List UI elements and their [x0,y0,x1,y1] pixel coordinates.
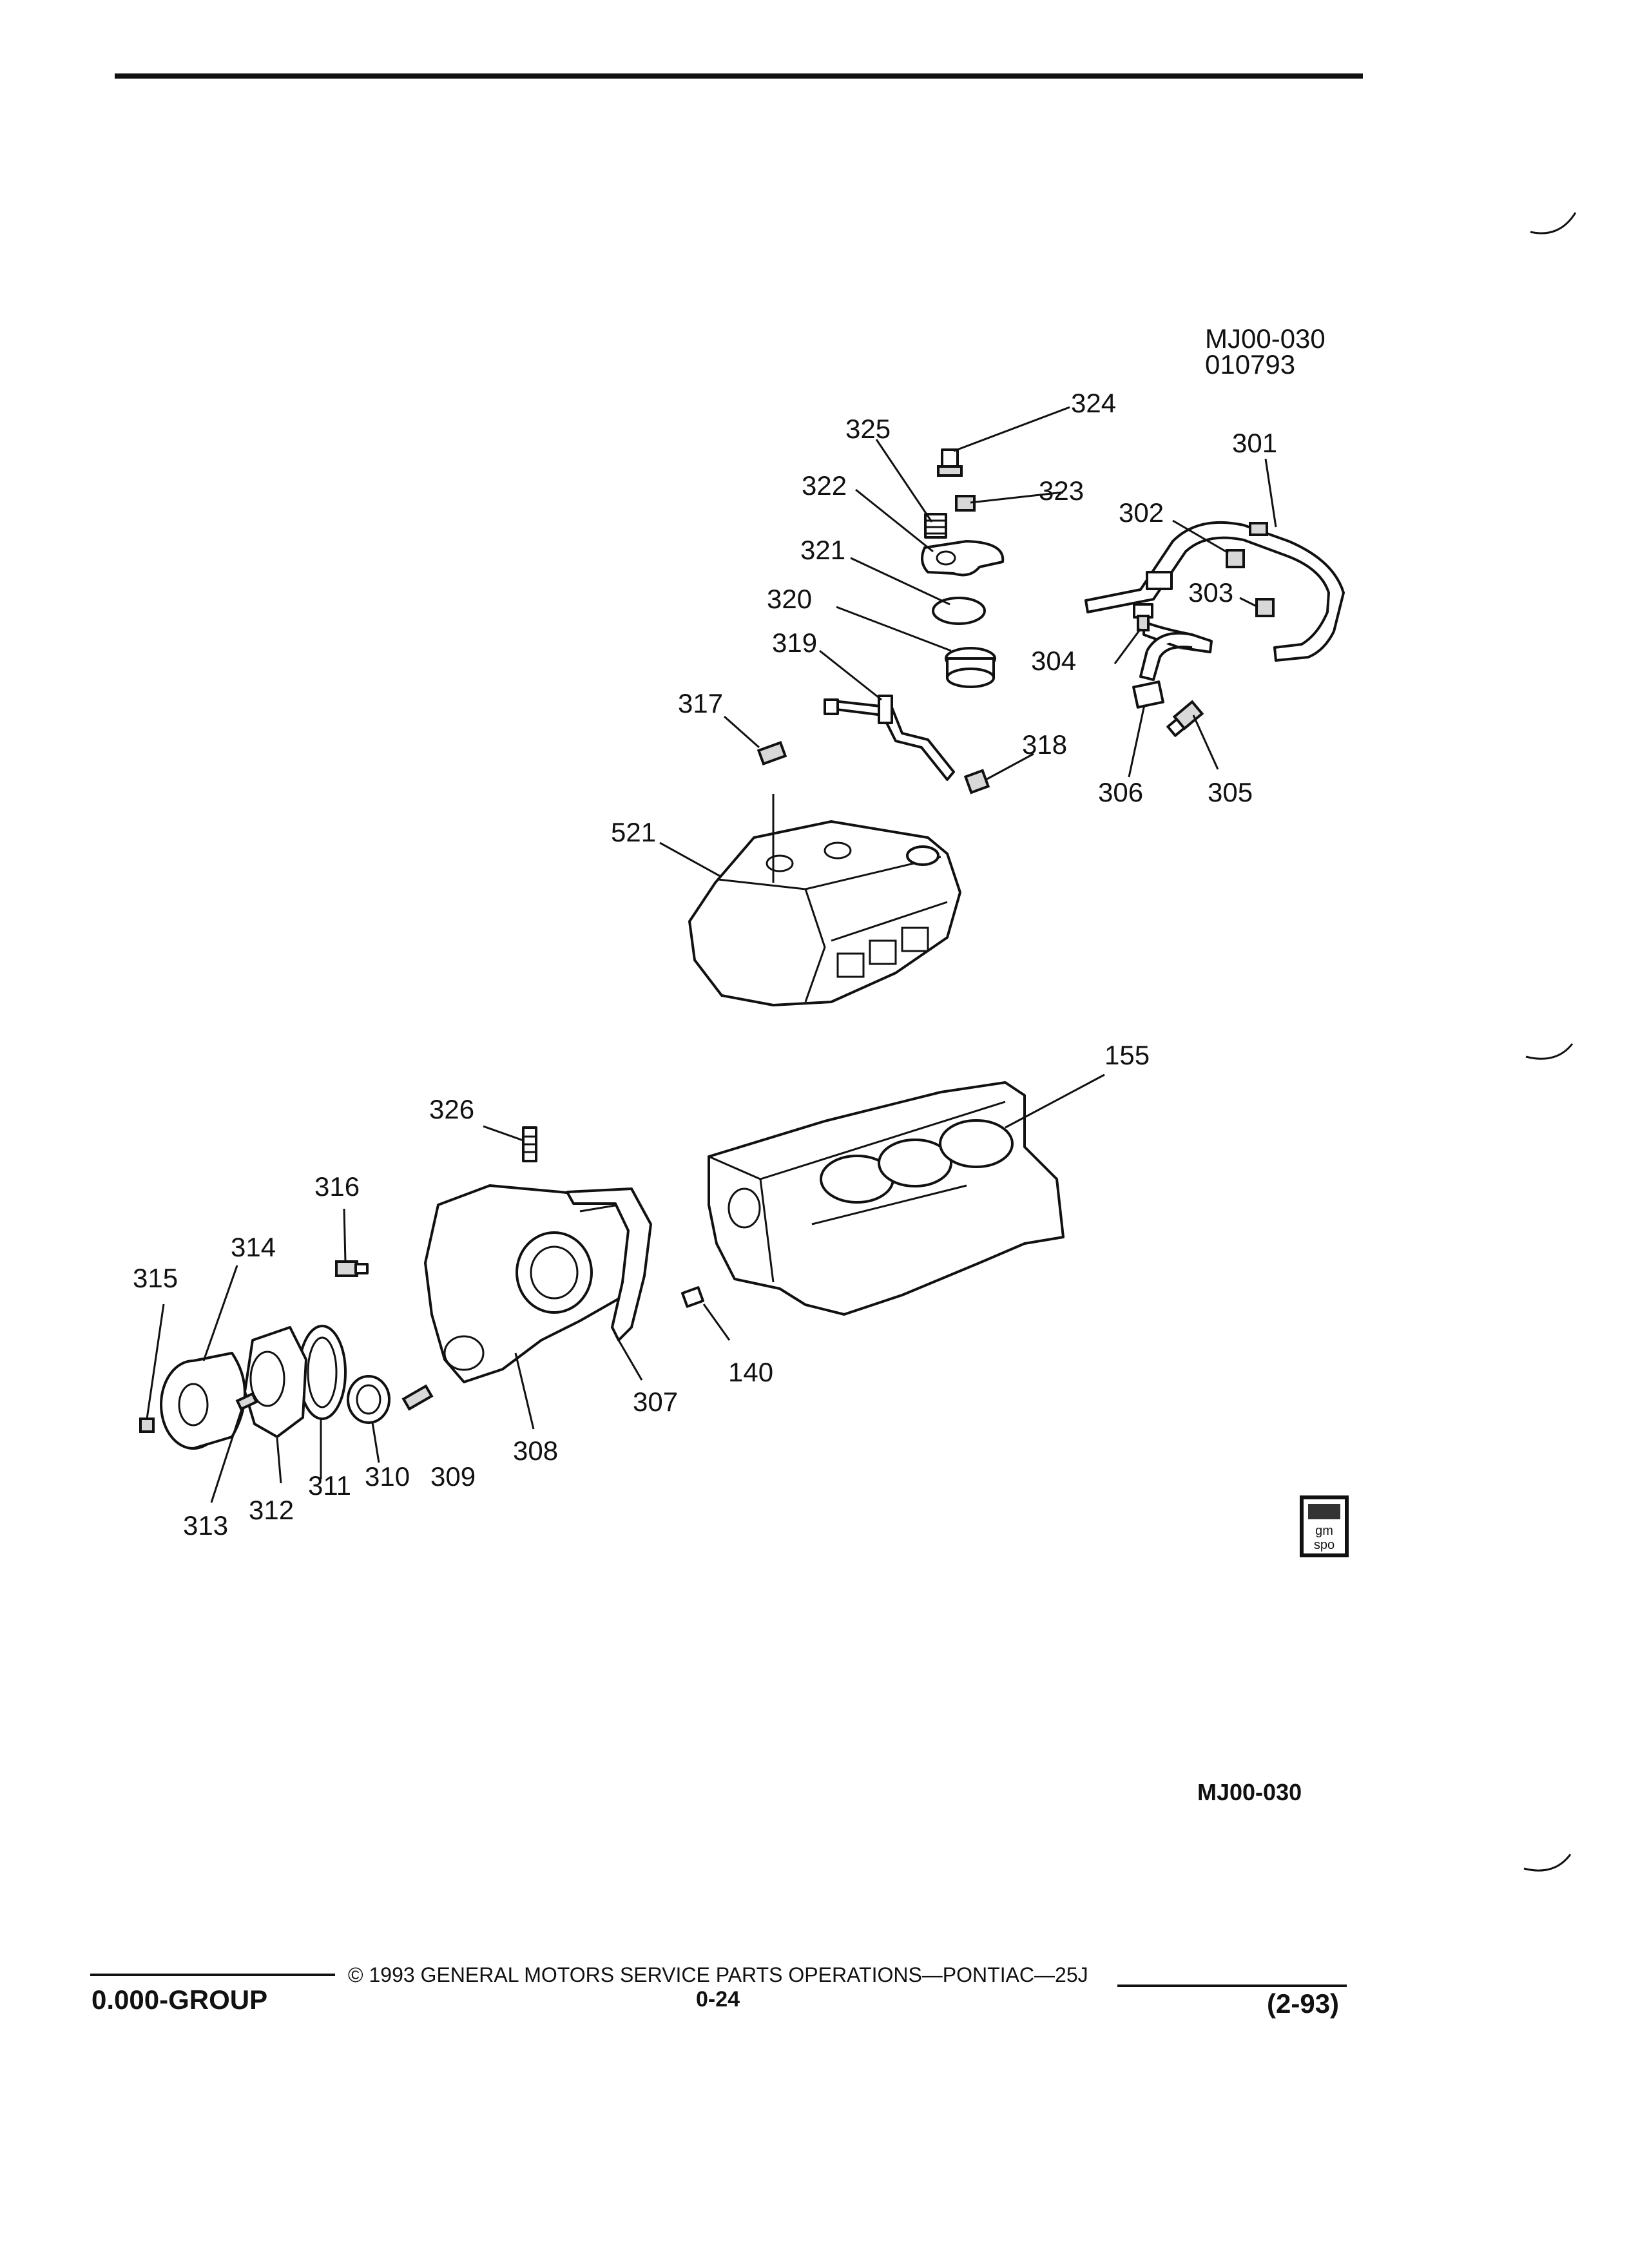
dowel-326-part [522,1126,537,1162]
callout-306: 306 [1098,777,1143,807]
o-ring-321-part [932,597,986,625]
footer-group: 0.000-GROUP [92,1984,267,2015]
figure-date-code: 010793 [1205,349,1295,380]
callout-302: 302 [1119,497,1164,528]
thermostat-housing-322-part [921,540,1005,577]
callout-521: 521 [611,817,656,847]
callout-319: 319 [772,628,817,658]
badge-line2: spo [1314,1538,1335,1552]
callout-307: 307 [633,1387,678,1417]
footer-page-number: 0-24 [696,1987,740,2012]
front-cover-308-part [424,1184,639,1383]
callout-303: 303 [1188,577,1233,608]
bolt-315-part [139,1418,155,1433]
figure-id: MJ00-030 [1205,323,1325,354]
binding-mark [1523,1854,1572,1872]
gasket-307-part [566,1187,652,1341]
bottom-figure-ref: MJ00-030 [1197,1779,1302,1805]
callout-312: 312 [249,1495,294,1525]
pipe-318-part [824,695,990,794]
footer-copyright: © 1993 GENERAL MOTORS SERVICE PARTS OPER… [348,1963,1088,1986]
callout-308: 308 [513,1436,558,1466]
callout-301: 301 [1232,428,1277,458]
badge-line1: gm [1315,1524,1333,1538]
nut-302-part [1226,549,1245,568]
callout-318: 318 [1022,729,1067,760]
footer-date: (2-93) [1267,1988,1339,2019]
callout-316: 316 [314,1171,360,1202]
callout-314: 314 [231,1232,276,1262]
bolt-313-part [235,1392,258,1411]
callout-326: 326 [429,1094,474,1124]
callout-155: 155 [1104,1040,1150,1070]
callout-309: 309 [430,1461,476,1492]
seal-310-part [347,1375,390,1424]
water-pump-312-part [244,1326,307,1438]
callout-313: 313 [183,1510,228,1541]
thermostat-319-part [945,647,996,688]
sensor-317-part [757,740,787,766]
callout-324: 324 [1071,388,1116,418]
bolt-309-part [401,1384,434,1411]
binding-mark [1525,1043,1574,1060]
callout-310: 310 [365,1461,410,1492]
engine-block-155-part [708,1081,1065,1316]
callout-320: 320 [767,584,812,614]
binding-mark [1530,212,1577,235]
dowel-pin-140-part [681,1286,704,1308]
callout-315: 315 [133,1263,178,1293]
callout-140: 140 [728,1357,773,1387]
coolant-pipe-301-part [1084,521,1345,681]
callout-305: 305 [1208,777,1253,807]
callout-304: 304 [1031,646,1076,676]
intake-manifold-521-part [688,820,961,1006]
callout-323: 323 [1039,476,1084,506]
nut-303-part [1255,598,1275,617]
pulley-314-part [160,1352,246,1450]
callout-322: 322 [802,470,847,501]
stud-304-part [1133,603,1153,631]
clamp-306-part [1132,680,1164,709]
callout-321: 321 [800,535,845,565]
fitting-324-part [937,448,963,477]
callout-311: 311 [308,1470,351,1501]
callout-325: 325 [845,414,891,444]
gm-spo-badge: gm spo [1300,1495,1349,1557]
leader-lines [146,406,1277,1503]
bolt-316-part [335,1260,369,1277]
sensor-305-part [1166,700,1204,737]
callout-317: 317 [678,688,723,718]
bolt-323-part [955,495,976,512]
